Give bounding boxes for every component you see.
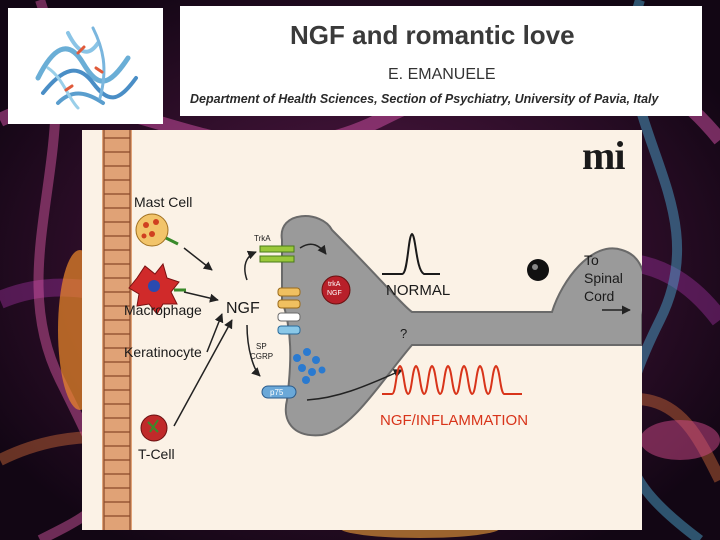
label-mast-cell: Mast Cell — [134, 194, 193, 210]
trka-receptor — [259, 245, 295, 263]
sensory-neuron — [280, 215, 642, 437]
label-normal: NORMAL — [386, 282, 451, 299]
normal-trace — [382, 232, 440, 275]
signaling-arrows — [173, 243, 631, 427]
label-ngf-inflammation: NGF/INFLAMMATION — [380, 412, 529, 429]
neuropeptide-vesicles — [293, 348, 326, 384]
label-macrophage: Macrophage — [124, 302, 202, 318]
label-ngf: NGF — [226, 300, 260, 317]
label-keratinocyte: Keratinocyte — [124, 344, 202, 360]
slide-title: NGF and romantic love — [290, 20, 575, 50]
trka-ngf-complex — [321, 275, 351, 305]
label-trka-ngf-bottom: NGF — [327, 290, 342, 297]
protein-structure-icon — [35, 26, 138, 110]
t-cell — [140, 414, 168, 442]
label-to-spinal-1: To — [584, 252, 599, 268]
diagram-artwork — [102, 130, 642, 530]
label-t-cell: T-Cell — [138, 446, 175, 462]
p75-receptor — [261, 385, 297, 399]
label-sp: SP — [256, 342, 267, 351]
department-affiliation: Department of Health Sciences, Section o… — [190, 92, 659, 106]
ngf-receptors-cluster — [277, 287, 301, 335]
inflammation-trace — [382, 364, 522, 396]
label-unknown-question: ? — [400, 326, 408, 341]
macrophage-cell — [128, 262, 186, 315]
label-to-spinal-3: Cord — [584, 288, 615, 304]
label-to-spinal-2: Spinal — [584, 270, 623, 286]
label-p75: p75 — [270, 388, 284, 397]
tissue-layer — [102, 130, 132, 530]
ngf-molecule-logo — [8, 8, 163, 124]
brand-mark: mi — [582, 133, 625, 178]
title-banner: NGF and romantic love E. EMANUELE Depart… — [180, 6, 702, 116]
ngf-pathway-diagram: mi Mast Cell Macrophage NGF Keratinocyte… — [82, 130, 642, 530]
label-trka-ngf-top: trkA — [328, 281, 341, 288]
author-name: E. EMANUELE — [388, 66, 496, 83]
label-trka: TrkA — [254, 234, 271, 243]
label-cgrp: CGRP — [250, 352, 274, 361]
mast-cell — [135, 213, 179, 247]
